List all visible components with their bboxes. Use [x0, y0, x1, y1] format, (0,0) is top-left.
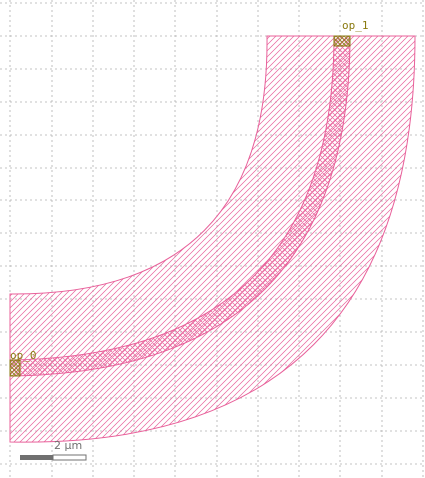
port-op-0[interactable]: op_0 — [9, 349, 37, 377]
scale-bar-label: 2 µm — [54, 439, 82, 452]
port-op-1-label: op_1 — [342, 19, 369, 32]
scale-bar-filled — [20, 455, 53, 460]
port-op-1[interactable]: op_1 — [333, 19, 369, 47]
port-op-1-marker — [333, 35, 351, 47]
scale-bar-empty — [52, 454, 87, 461]
port-op-0-label: op_0 — [10, 349, 37, 362]
scale-bar: 2 µm — [20, 439, 87, 461]
port-op-0-marker — [9, 359, 21, 377]
waveguide-cladding — [9, 35, 416, 443]
